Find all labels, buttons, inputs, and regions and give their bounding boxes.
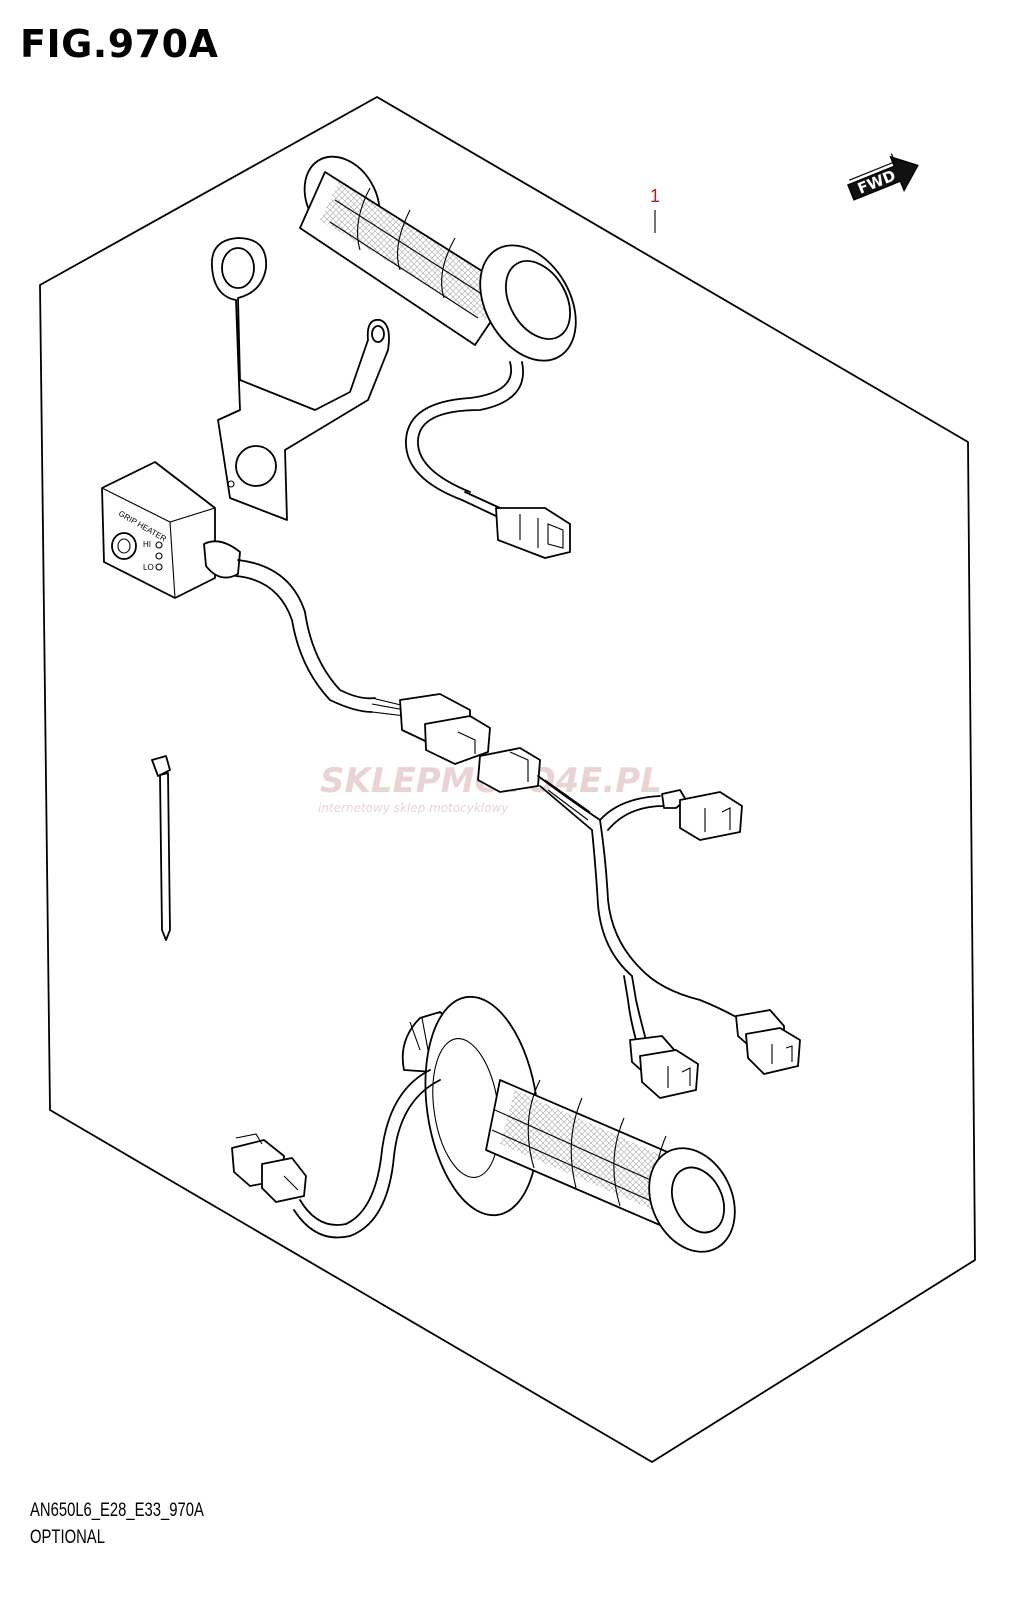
fwd-arrow-icon: FWD [847, 153, 919, 201]
sub-harness[interactable] [477, 747, 801, 1099]
cable-tie[interactable] [151, 755, 171, 941]
left-grip-heater[interactable] [231, 989, 751, 1265]
callout-1[interactable]: 1 [650, 186, 660, 233]
right-grip-heater[interactable] [290, 143, 596, 559]
switch-hi-label: HI [143, 540, 151, 549]
figure-name: OPTIONAL [30, 1527, 105, 1548]
watermark-subtext: internetowy sklep motocyklowy [318, 801, 509, 815]
grip-heater-switch[interactable]: GRIP HEATER HI LO [101, 461, 491, 765]
fwd-label: FWD [855, 166, 898, 197]
kit-box-outline [39, 96, 976, 1463]
figure-code: AN650L6_E28_E33_970A [30, 1500, 204, 1521]
figure-title: FIG.970A [20, 22, 219, 66]
switch-lo-label: LO [143, 563, 154, 572]
switch-bracket[interactable] [211, 237, 390, 521]
callout-number: 1 [650, 186, 660, 206]
